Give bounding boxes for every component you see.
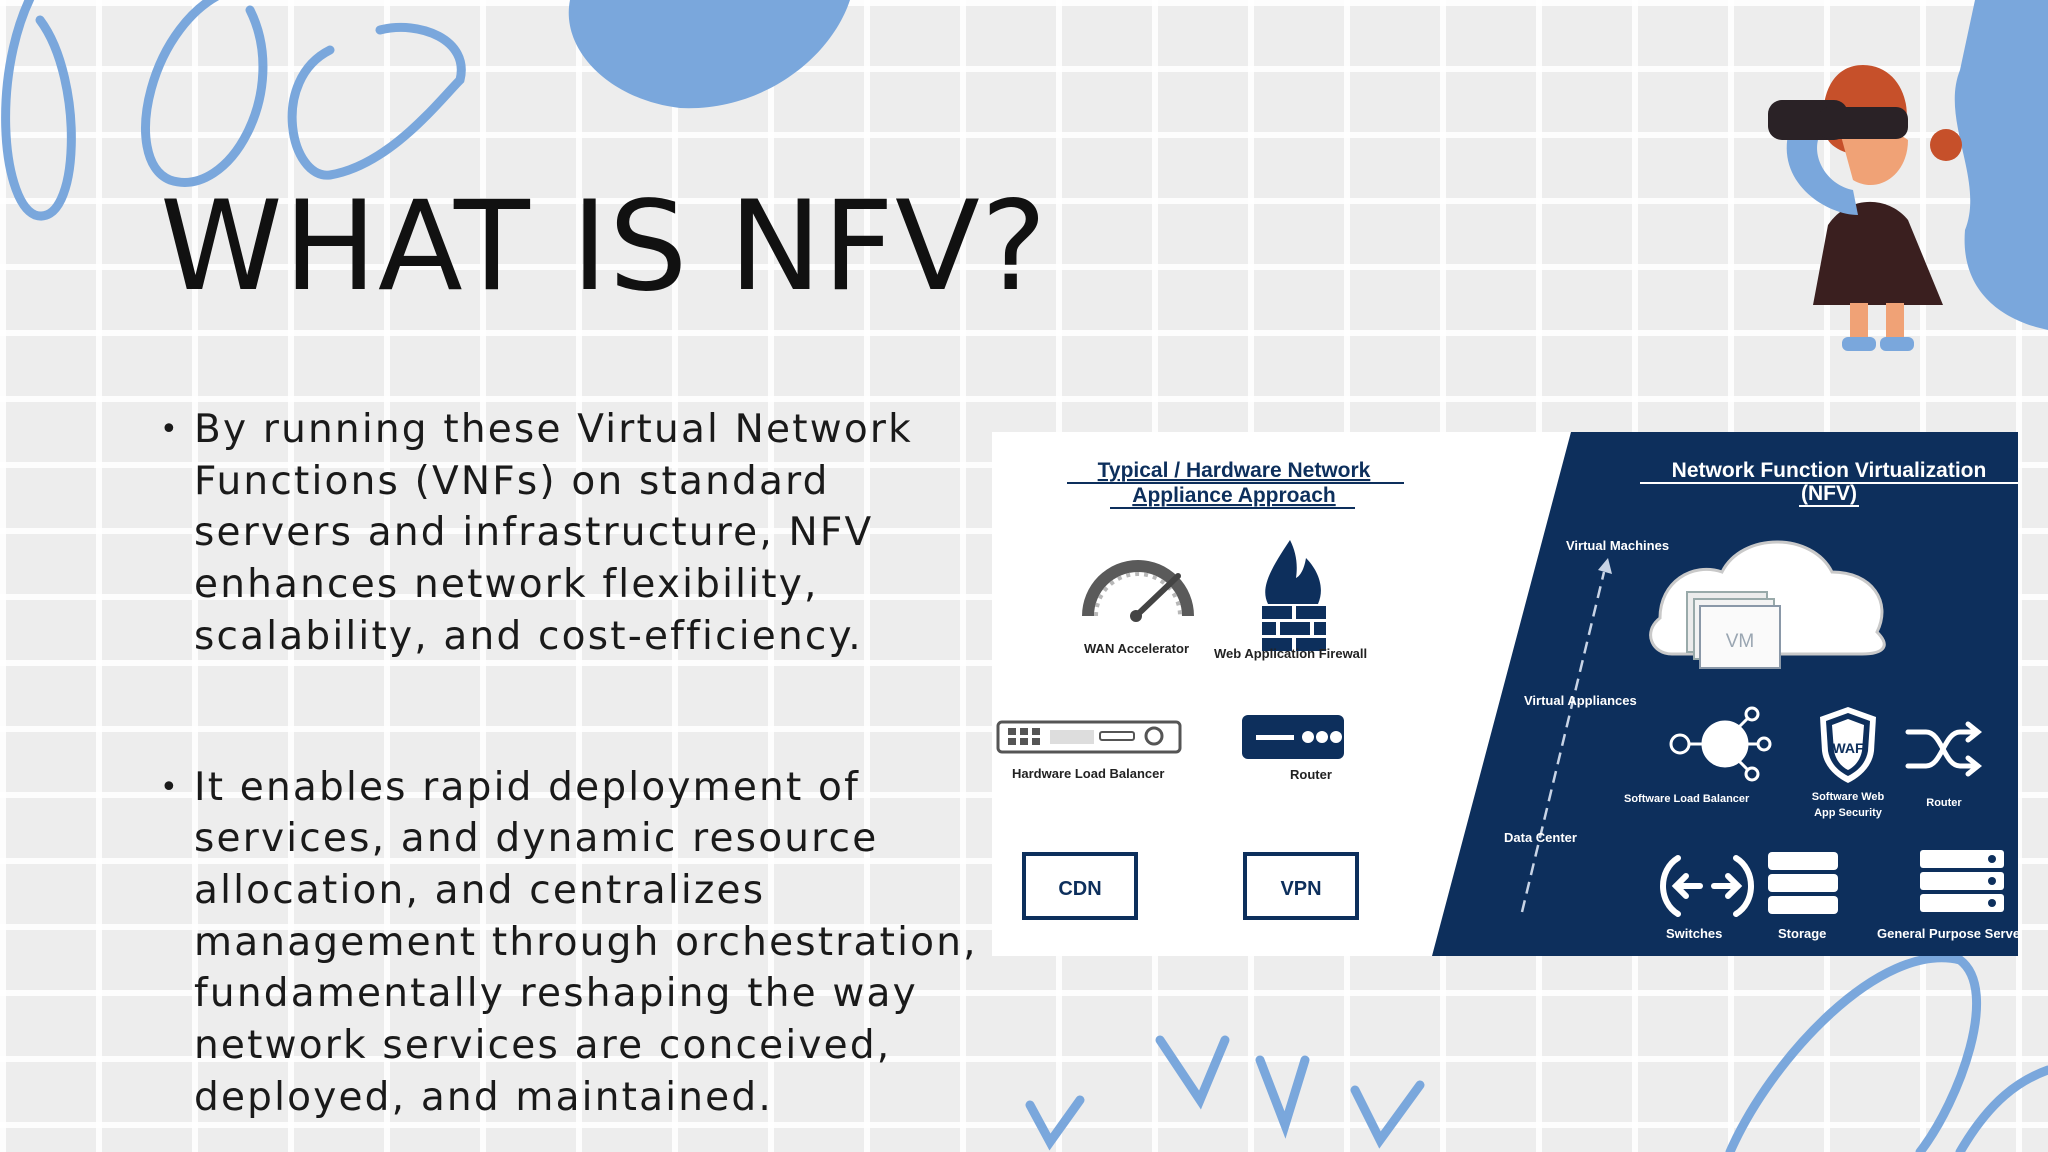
label-vpn: VPN (1280, 878, 1321, 900)
bullet-list: • By running these Virtual Network Funct… (160, 404, 1000, 1123)
left-heading-line1: Typical / Hardware Network (1098, 459, 1371, 482)
bullet-item: • It enables rapid deployment of service… (160, 762, 1000, 1124)
scribble-loop-3 (287, 22, 466, 180)
bullet-dot-icon: • (160, 769, 180, 805)
firewall-icon (1262, 540, 1326, 651)
bullet-text: It enables rapid deployment of services,… (194, 764, 978, 1120)
vm-stack-icon: VM (1686, 591, 1781, 669)
scribble-v-1 (1025, 1095, 1085, 1151)
speedometer-icon (1082, 560, 1194, 622)
label-general-purpose-servers: General Purpose Servers (1877, 926, 2018, 941)
label-hardware-load-balancer: Hardware Load Balancer (1012, 766, 1164, 781)
slide-title: WHAT IS NFV? (160, 175, 1048, 319)
girl-with-binoculars-illustration (1768, 65, 1962, 351)
waf-badge-label: WAF (1832, 740, 1864, 756)
label-software-load-balancer: Software Load Balancer (1624, 793, 1750, 805)
label-web-application-firewall: Web Application Firewall (1214, 646, 1367, 661)
scribble-loop-2 (141, 0, 268, 187)
label-cdn: CDN (1058, 878, 1101, 900)
label-software-web-line1: Software Web (1812, 791, 1885, 803)
label-virtual-appliances: Virtual Appliances (1524, 693, 1637, 708)
scribble-curve-br-2 (1955, 1065, 2048, 1152)
vm-label: VM (1726, 631, 1755, 652)
servers-icon (1920, 850, 2004, 912)
hardware-load-balancer-icon (996, 720, 1182, 754)
scribble-v-4 (1350, 1080, 1425, 1149)
left-heading-line2: Appliance Approach (1132, 484, 1335, 507)
shuffle-router-icon (1905, 721, 1983, 777)
label-wan-accelerator: WAN Accelerator (1084, 641, 1189, 656)
right-heading-line2: (NFV) (1801, 482, 1857, 505)
scribble-curve-br (1725, 953, 1982, 1152)
label-software-web-line2: App Security (1814, 807, 1883, 819)
nfv-panel-background (1432, 432, 2018, 956)
label-virtual-machines: Virtual Machines (1566, 538, 1669, 553)
storage-icon (1768, 852, 1838, 914)
right-heading-line1: Network Function Virtualization (1672, 459, 1987, 482)
cdn-box (1022, 852, 1138, 920)
shield-icon: WAF (1820, 707, 1876, 783)
software-load-balancer-icon (1669, 706, 1772, 782)
router-device-icon (1242, 715, 1344, 759)
scribble-v-2 (1155, 1035, 1230, 1110)
label-router: Router (1290, 767, 1332, 782)
nfv-diagram-image: Typical / Hardware Network Appliance App… (992, 432, 2018, 956)
bullet-text: By running these Virtual Network Functio… (194, 407, 913, 659)
blob-right (1954, 0, 2048, 330)
scribble-v-3 (1255, 1055, 1310, 1139)
label-virtual-router: Router (1926, 797, 1962, 809)
scribble-loop-1 (1, 0, 76, 221)
bullet-dot-icon: • (160, 412, 180, 447)
bullet-item: • By running these Virtual Network Funct… (160, 404, 1000, 663)
label-data-center: Data Center (1504, 830, 1577, 845)
label-switches: Switches (1666, 926, 1722, 941)
vpn-box (1243, 852, 1359, 920)
switch-arrows-icon (1660, 855, 1754, 917)
label-storage: Storage (1778, 926, 1826, 941)
blob-top (568, 0, 850, 109)
